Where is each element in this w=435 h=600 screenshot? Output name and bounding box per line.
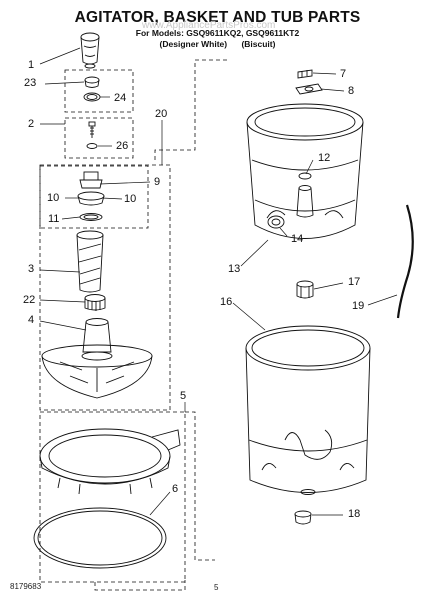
variant-biscuit: (Biscuit) <box>241 39 276 49</box>
part-2-bolt <box>86 121 98 149</box>
callout-17: 17 <box>348 276 361 288</box>
callout-19: 19 <box>352 300 365 312</box>
part-18-seal <box>294 510 312 525</box>
group-box-20 <box>39 164 171 411</box>
part-1-agitator-cap <box>80 32 100 69</box>
connector-bottom <box>94 580 186 591</box>
group-box-2 <box>64 117 134 159</box>
group-box-9 <box>39 165 149 229</box>
callout-12: 12 <box>318 152 331 164</box>
part-26-washer <box>86 143 98 149</box>
callout-6: 6 <box>172 483 179 495</box>
part-22-drive-bell <box>84 294 106 311</box>
callout-10-right: 10 <box>124 193 137 205</box>
callout-8: 8 <box>348 85 355 97</box>
callout-14: 14 <box>291 233 304 245</box>
part-12-nut <box>298 172 312 180</box>
callout-1: 1 <box>28 59 35 71</box>
part-13-basket <box>246 103 364 239</box>
callout-11: 11 <box>48 213 60 225</box>
callout-18: 18 <box>348 508 361 520</box>
part-4-agitator-base <box>41 318 153 399</box>
callout-24: 24 <box>114 92 127 104</box>
part-16-outer-tub <box>245 325 371 495</box>
callout-26: 26 <box>116 140 129 152</box>
part-9-cam-assembly <box>77 171 105 221</box>
part-7-clip <box>297 69 313 79</box>
callout-4: 4 <box>28 314 35 326</box>
callout-3: 3 <box>28 263 35 275</box>
group-box-23 <box>64 69 134 113</box>
callout-16: 16 <box>220 296 233 308</box>
callout-7: 7 <box>340 68 347 80</box>
leader-lines <box>39 47 398 516</box>
callout-22: 22 <box>23 294 36 306</box>
group-box-5 <box>39 411 186 583</box>
callout-9: 9 <box>154 176 161 188</box>
watermark-text: www.AppliancePartsPros.com <box>142 20 276 31</box>
models-line: For Models: GSQ9611KQ2, GSQ9611KT2 <box>135 28 300 38</box>
part-6-gasket <box>33 507 167 569</box>
dashed-group-boxes <box>39 59 230 591</box>
part-5-tub-ring <box>39 428 181 495</box>
part-8-pad <box>295 83 323 95</box>
part-14-hub <box>267 215 285 229</box>
variant-designer-white: (Designer White) <box>159 39 228 49</box>
part-3-agitator-barrel <box>76 230 104 293</box>
document-number: 8179683 <box>10 582 42 591</box>
connector-right <box>185 411 215 561</box>
callout-10-left: 10 <box>47 192 60 204</box>
part-17-tub-nut <box>296 280 314 299</box>
callout-20: 20 <box>155 108 168 120</box>
model-variants: (Designer White) (Biscuit) <box>0 39 435 49</box>
page-title: AGITATOR, BASKET AND TUB PARTS <box>74 9 361 26</box>
callout-23: 23 <box>24 77 37 89</box>
connector-top <box>154 59 230 160</box>
part-23-seal <box>83 76 101 102</box>
callout-2: 2 <box>28 118 35 130</box>
part-19-hose <box>396 204 414 319</box>
page-number: 5 <box>214 583 219 592</box>
callout-5: 5 <box>180 390 187 402</box>
callout-13: 13 <box>228 263 241 275</box>
